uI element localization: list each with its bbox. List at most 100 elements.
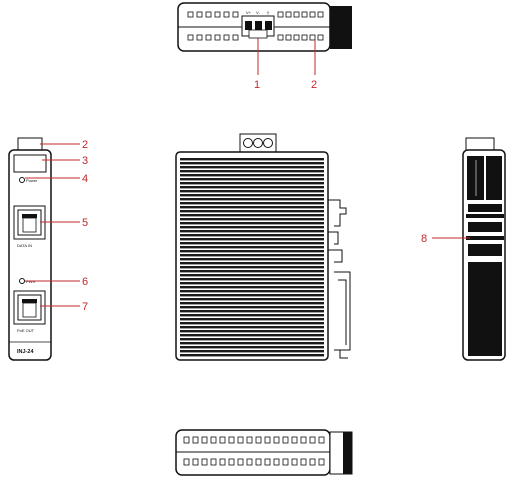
front-view: Power DATA IN PWR PoE OUT INJ-24 2 3 4 5… bbox=[9, 138, 88, 360]
vent-hole bbox=[318, 12, 323, 17]
callout-6: 6 bbox=[82, 276, 88, 288]
heat-sink-fin bbox=[180, 158, 324, 160]
vent-hole bbox=[193, 437, 198, 443]
vent-hole bbox=[286, 12, 291, 17]
terminal-label-vminus: V- bbox=[256, 10, 260, 15]
callout-3: 3 bbox=[82, 155, 88, 167]
heat-sink-fin bbox=[180, 346, 324, 348]
vent-hole bbox=[215, 12, 220, 17]
vent-hole bbox=[188, 35, 193, 40]
vent-hole bbox=[274, 437, 279, 443]
vent-hole bbox=[202, 437, 207, 443]
callout-8: 8 bbox=[421, 233, 427, 245]
heat-sink-fin bbox=[180, 302, 324, 304]
vent-hole bbox=[294, 12, 299, 17]
vent-hole bbox=[319, 437, 324, 443]
vent-hole bbox=[211, 437, 216, 443]
heat-sink-fin bbox=[180, 222, 324, 224]
poe-out-label: PoE OUT bbox=[17, 328, 35, 333]
heat-sink-fin bbox=[180, 186, 324, 188]
poe-out-port bbox=[14, 291, 45, 324]
vent-hole bbox=[302, 12, 307, 17]
vent-hole bbox=[283, 437, 288, 443]
vent-hole bbox=[184, 437, 189, 443]
heat-sink-fin bbox=[180, 190, 324, 192]
vent-hole bbox=[233, 35, 238, 40]
heat-sink-fin bbox=[180, 286, 324, 288]
vent-hole bbox=[292, 459, 297, 465]
bottom-view bbox=[176, 430, 352, 475]
model-label: INJ-24 bbox=[17, 349, 34, 355]
vent-hole bbox=[302, 35, 307, 40]
heat-sink-fin bbox=[180, 274, 324, 276]
callout-5: 5 bbox=[82, 217, 88, 229]
vent-hole bbox=[247, 459, 252, 465]
side-view bbox=[176, 134, 350, 360]
heat-sink-fin bbox=[180, 258, 324, 260]
heat-sink-fin bbox=[180, 322, 324, 324]
vent-hole bbox=[278, 12, 283, 17]
heat-sink-fin bbox=[180, 206, 324, 208]
heat-sink-fin bbox=[180, 326, 324, 328]
heat-sink-fin bbox=[180, 174, 324, 176]
heat-sink-fin bbox=[180, 318, 324, 320]
callout-1: 1 bbox=[254, 79, 260, 91]
vent-hole bbox=[193, 459, 198, 465]
vent-hole bbox=[301, 459, 306, 465]
power-led-label: Power bbox=[26, 178, 38, 183]
heat-sink-fin bbox=[180, 210, 324, 212]
vent-hole bbox=[286, 35, 291, 40]
terminal-window bbox=[14, 155, 46, 172]
heat-sink-fin bbox=[180, 254, 324, 256]
heat-sink-fin bbox=[180, 270, 324, 272]
vent-hole bbox=[247, 437, 252, 443]
din-rail-mount bbox=[328, 200, 350, 358]
callout-7: 7 bbox=[82, 301, 88, 313]
heat-sink-fin bbox=[180, 162, 324, 164]
vent-hole bbox=[292, 437, 297, 443]
vent-hole bbox=[318, 35, 323, 40]
vent-hole bbox=[220, 437, 225, 443]
data-in-label: DATA IN bbox=[17, 243, 32, 248]
power-led bbox=[20, 178, 25, 183]
vent-hole bbox=[301, 437, 306, 443]
heat-sink-fin bbox=[180, 182, 324, 184]
vent-hole bbox=[238, 437, 243, 443]
heat-sink-fin bbox=[180, 242, 324, 244]
heat-sink-fin bbox=[180, 250, 324, 252]
vent-hole bbox=[224, 12, 229, 17]
heat-sink-fin bbox=[180, 278, 324, 280]
heat-sink-fin bbox=[180, 262, 324, 264]
vent-hole bbox=[265, 437, 270, 443]
vent-hole bbox=[310, 459, 315, 465]
vent-hole bbox=[184, 459, 189, 465]
rear-view: 8 bbox=[421, 138, 505, 360]
heat-sink-fin bbox=[180, 194, 324, 196]
heat-sink-fin bbox=[180, 338, 324, 340]
pwr-led bbox=[20, 279, 25, 284]
heat-sink-fin bbox=[180, 226, 324, 228]
heat-sink-fin bbox=[180, 350, 324, 352]
heat-sink-fin bbox=[180, 198, 324, 200]
terminal-label-ground: ⏚ bbox=[266, 9, 270, 15]
vent-hole bbox=[224, 35, 229, 40]
vent-hole bbox=[238, 459, 243, 465]
vent-hole bbox=[310, 35, 315, 40]
vent-hole bbox=[215, 35, 220, 40]
vent-hole bbox=[202, 459, 207, 465]
heat-sink-fin bbox=[180, 294, 324, 296]
callout-2-front: 2 bbox=[82, 139, 88, 151]
vent-hole bbox=[206, 35, 211, 40]
vent-hole bbox=[233, 12, 238, 17]
terminal-label-vplus: V+ bbox=[246, 10, 252, 15]
vent-hole bbox=[197, 12, 202, 17]
heat-sink-fin bbox=[180, 310, 324, 312]
heat-sink-fin bbox=[180, 178, 324, 180]
vent-hole bbox=[319, 459, 324, 465]
vent-hole bbox=[229, 437, 234, 443]
heat-sink-fin bbox=[180, 166, 324, 168]
heat-sink-fin bbox=[180, 330, 324, 332]
vent-hole bbox=[294, 35, 299, 40]
heat-sink-fin bbox=[180, 306, 324, 308]
vent-hole bbox=[278, 35, 283, 40]
